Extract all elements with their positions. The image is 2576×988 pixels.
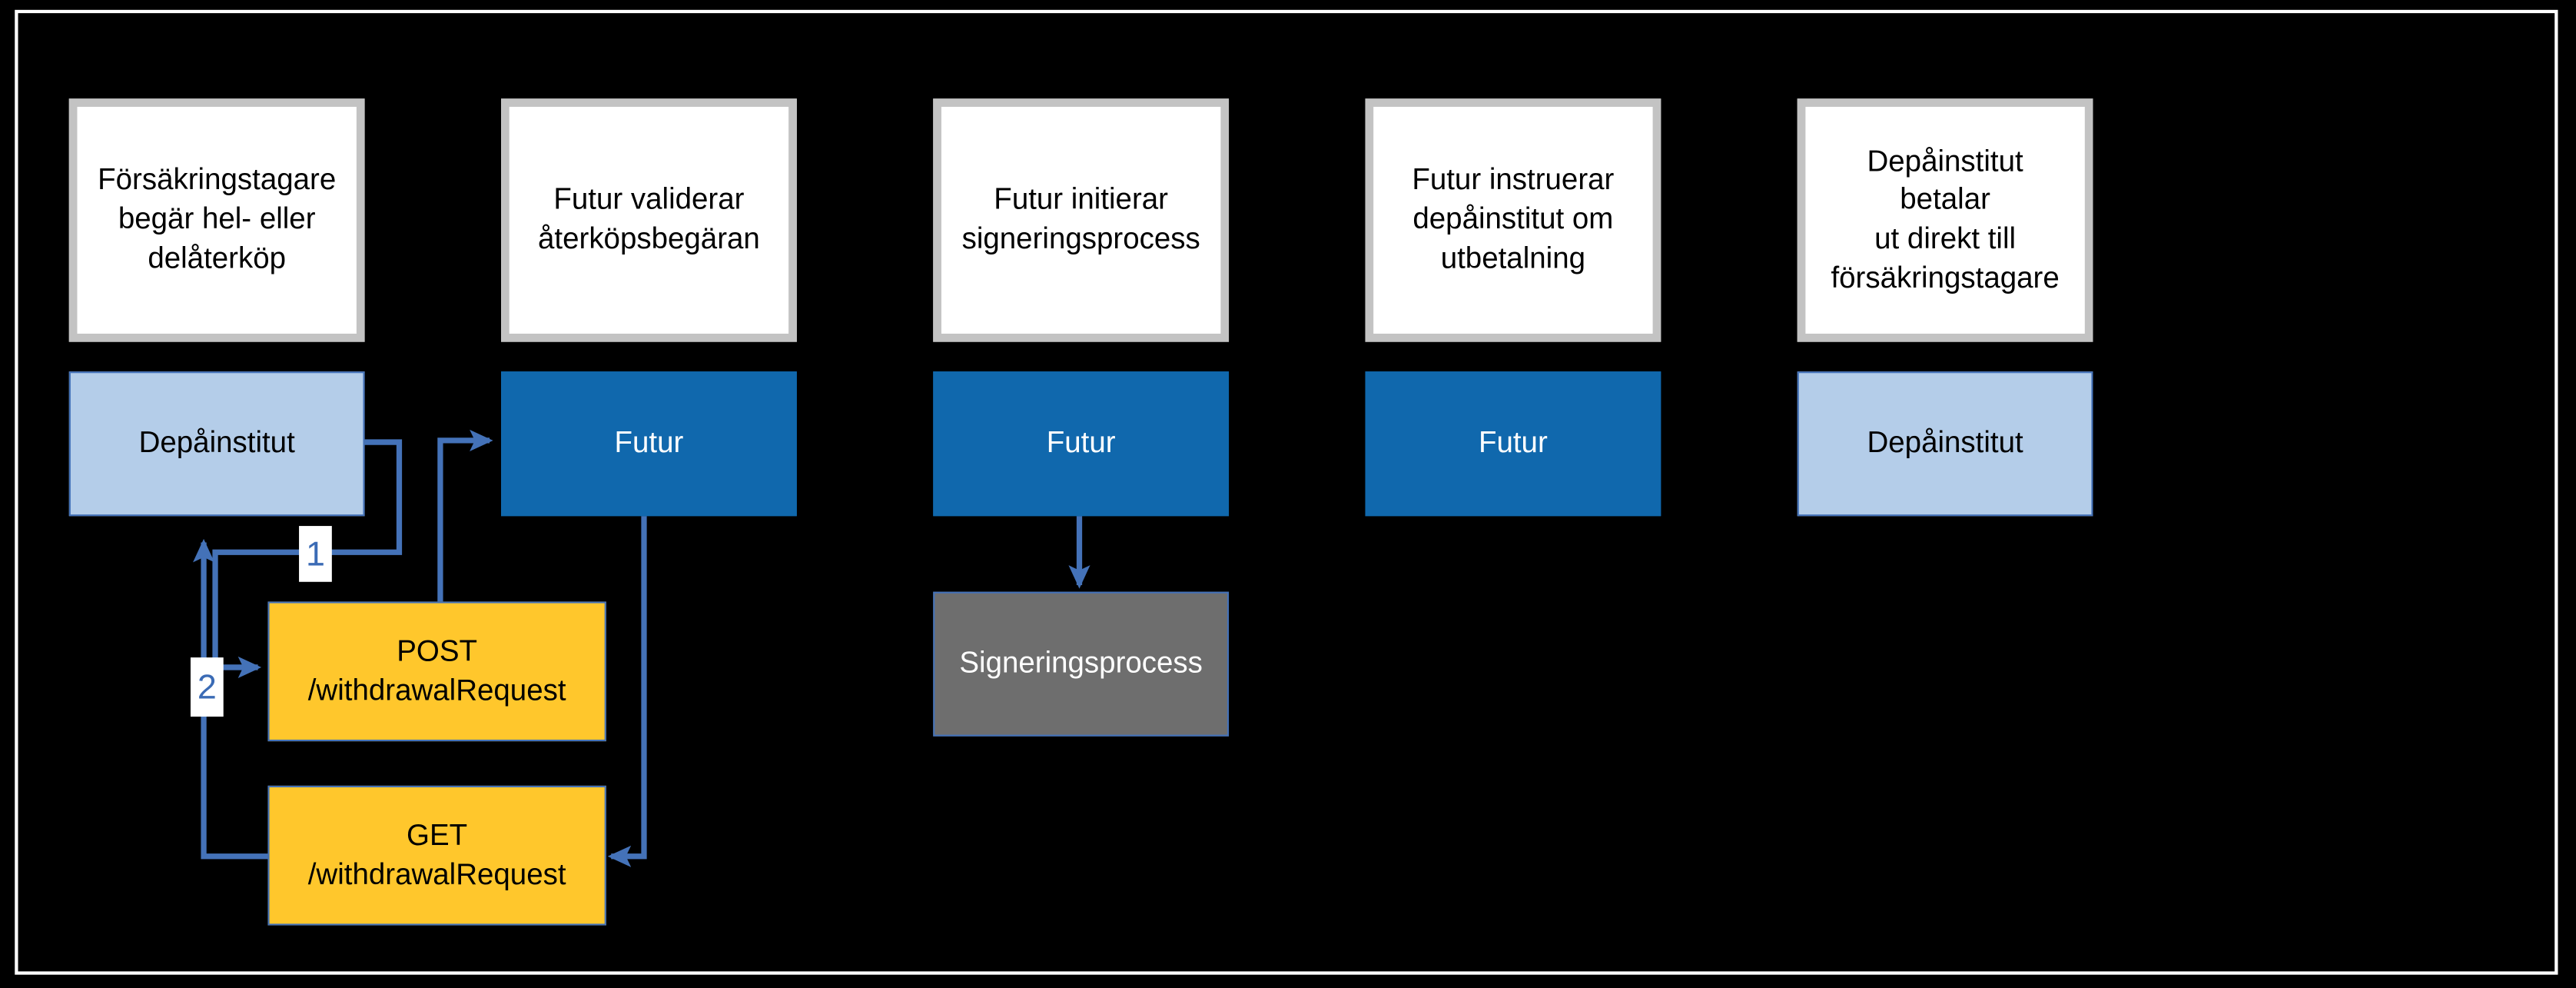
actor-box-futur-4-label: Futur	[1478, 425, 1548, 459]
api-box-post-withdrawalrequest-label: POST /withdrawalRequest	[307, 634, 566, 707]
actor-box-futur-2: Futur	[501, 371, 797, 517]
edge-label-2: 2	[190, 657, 224, 717]
step-card-4-label: Futur instruerar depåinstitut om utbetal…	[1412, 163, 1615, 274]
actor-box-futur-2-label: Futur	[614, 425, 684, 459]
actor-box-depainstitut-left: Depåinstitut	[68, 371, 365, 517]
diagram-frame	[15, 9, 2558, 975]
edge-label-1-text: 1	[305, 534, 325, 574]
api-box-get-withdrawalrequest-label: GET /withdrawalRequest	[307, 818, 566, 890]
step-card-2-label: Futur validerar återköpsbegäran	[538, 182, 760, 255]
step-card-2: Futur validerar återköpsbegäran	[501, 98, 797, 342]
step-card-3: Futur initierar signeringsprocess	[933, 98, 1230, 342]
step-card-5-label: Depåinstitut betalar ut direkt till förs…	[1831, 144, 2060, 294]
process-box-signeringsprocess: Signeringsprocess	[933, 591, 1230, 737]
actor-box-futur-3: Futur	[933, 371, 1230, 517]
api-box-post-withdrawalrequest: POST /withdrawalRequest	[267, 601, 606, 742]
step-card-1: Försäkringstagare begär hel- eller delåt…	[68, 98, 365, 342]
actor-box-depainstitut-left-label: Depåinstitut	[138, 425, 295, 459]
step-card-5: Depåinstitut betalar ut direkt till förs…	[1797, 98, 2093, 342]
step-card-4: Futur instruerar depåinstitut om utbetal…	[1365, 98, 1661, 342]
process-box-signeringsprocess-label: Signeringsprocess	[959, 646, 1203, 680]
step-card-3-label: Futur initierar signeringsprocess	[961, 182, 1200, 255]
edge-label-2-text: 2	[197, 667, 217, 707]
api-box-get-withdrawalrequest: GET /withdrawalRequest	[267, 785, 606, 926]
edge-label-1: 1	[299, 526, 332, 582]
actor-box-futur-4: Futur	[1365, 371, 1661, 517]
actor-box-futur-3-label: Futur	[1046, 425, 1116, 459]
actor-box-depainstitut-right-label: Depåinstitut	[1867, 425, 2023, 459]
actor-box-depainstitut-right: Depåinstitut	[1797, 371, 2093, 517]
step-card-1-label: Försäkringstagare begär hel- eller delåt…	[98, 163, 337, 274]
